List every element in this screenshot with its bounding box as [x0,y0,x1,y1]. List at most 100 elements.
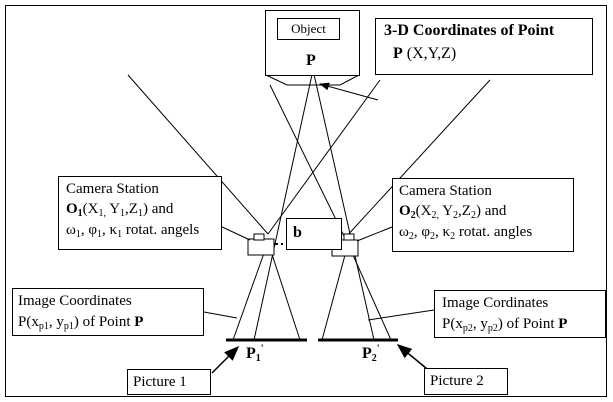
camera-left-coords-end: ) and [142,201,174,217]
picture2-box [424,368,508,395]
arrow-3d-to-p [319,82,379,101]
camera-left-body [247,238,275,256]
camera-left-o-sub: 1 [77,208,83,219]
image-left-p-mid: , y [48,314,64,330]
image-left-p-end: ) of Point [73,314,135,330]
p2-label: P2' [362,343,380,364]
coord3d-p: P [393,45,403,62]
leader-image-right [367,309,435,321]
camera-right-coords-end: ) and [475,203,507,219]
left-cone-a [232,241,269,341]
leader-camera-right [356,226,393,242]
camera-left-top [253,233,265,241]
point-p-top: P [306,52,316,69]
camera-left-omega-sub: 1 [75,229,81,240]
camera-right-line3: ω2, φ2, κ2 rotat. angles [399,223,533,242]
picture1-label: Picture 1 [133,374,187,390]
p1-label-p: P [246,345,256,362]
camera-right-line1: Camera Station [399,183,492,199]
camera-left-angles: rotat. angels [122,222,200,238]
camera-left-box [58,176,222,250]
camera-left-phi-sub: 1 [97,229,103,240]
image-right-p-bold: P [558,316,568,332]
camera-left-o: O [66,201,78,217]
camera-left-kappa: , κ [102,222,118,238]
left-fov-line-2 [267,79,381,235]
outer-frame [5,5,607,397]
camera-right-coords-z: ,Z [458,203,471,219]
object-label: Object [291,21,326,36]
camera-right-o: O [399,203,411,219]
picture1-box [127,369,211,395]
camera-left-coords-sub3: 1 [137,208,143,219]
p2-label-p: P [362,345,372,362]
p2-label-sup: ' [376,343,380,355]
camera-right-coords-pre: (X [415,203,432,219]
coord3d-line2: P (X,Y,Z) [393,45,456,63]
camera-right-coords-sub1: 2, [431,210,440,221]
image-left-p-sub1: p1 [38,321,49,332]
camera-right-phi: , φ [413,224,431,240]
image-left-box [12,288,204,336]
camera-left-omega: ω [66,222,76,238]
camera-left-phi: , φ [80,222,98,238]
image-right-p-sub2: p2 [487,323,498,334]
camera-right-line2: O2(X2, Y2,Z2) and [399,202,507,221]
camera-left-coords-sub1: 1, [98,208,107,219]
image-left-p-sub2: p1 [63,321,74,332]
right-fov-line-1 [344,79,491,239]
image-left-p-bold: P [134,314,144,330]
camera-left-coords-y: Y [106,201,121,217]
camera-right-coords-sub2: 2 [453,210,459,221]
image-left-line2: P(xp1, yp1) of Point P [18,313,144,332]
camera-left-coords-z: ,Z [125,201,138,217]
coord3d-xyz: (X,Y,Z) [406,45,457,62]
camera-left-line2: O1(X1, Y1,Z1) and [66,200,174,219]
camera-right-box [392,178,574,252]
object-funnel [265,74,360,86]
image-right-p-sub1: p2 [462,323,473,334]
p1-label-sub: 1 [255,353,261,364]
coord3d-box [375,18,593,75]
image-right-line1: Image Cordinates [442,295,549,311]
p1-label: P1' [246,343,264,364]
image-right-p-pre: P(x [442,316,463,332]
image-left-p-pre: P(x [18,314,39,330]
left-cone-b [267,241,301,341]
camera-right-phi-sub: 2 [430,231,436,242]
ray-p-to-p2 [312,69,375,341]
baseline-box [286,218,342,250]
camera-right-top [343,233,355,241]
camera-left-coords-sub2: 1 [120,208,126,219]
camera-left-line3: ω1, φ1, κ1 rotat. angels [66,221,200,240]
camera-right-omega-sub: 2 [408,231,414,242]
right-cone-a [321,243,349,341]
picture2-label: Picture 2 [430,373,484,389]
camera-right-o-sub: 2 [410,210,416,221]
baseline-label: b [293,224,302,241]
p2-label-sub: 2 [371,353,377,364]
image-right-p-end: ) of Point [497,316,559,332]
image-right-box [434,290,606,338]
object-label-box [277,18,340,40]
image-left-line1: Image Coordinates [18,293,132,309]
image-right-p-mid: , y [472,316,488,332]
image-right-line2: P(xp2, yp2) of Point P [442,315,568,334]
camera-left-coords-pre: (X [82,201,99,217]
leader-camera-left [219,225,251,241]
camera-right-coords-sub3: 2 [470,210,476,221]
right-fov-line-2 [269,84,346,239]
p1-label-sup: ' [260,343,264,355]
ray-p-to-p1 [253,69,314,341]
camera-right-omega: ω [399,224,409,240]
right-cone-b [347,243,392,341]
camera-left-kappa-sub: 1 [117,229,123,240]
leader-image-left [203,311,238,319]
camera-right-angles: rotat. angles [455,224,533,240]
camera-right-kappa: , κ [435,224,451,240]
camera-left-line1: Camera Station [66,181,159,197]
arrow-picture1 [211,345,240,374]
coord3d-line1: 3-D Coordinates of Point [384,22,555,39]
